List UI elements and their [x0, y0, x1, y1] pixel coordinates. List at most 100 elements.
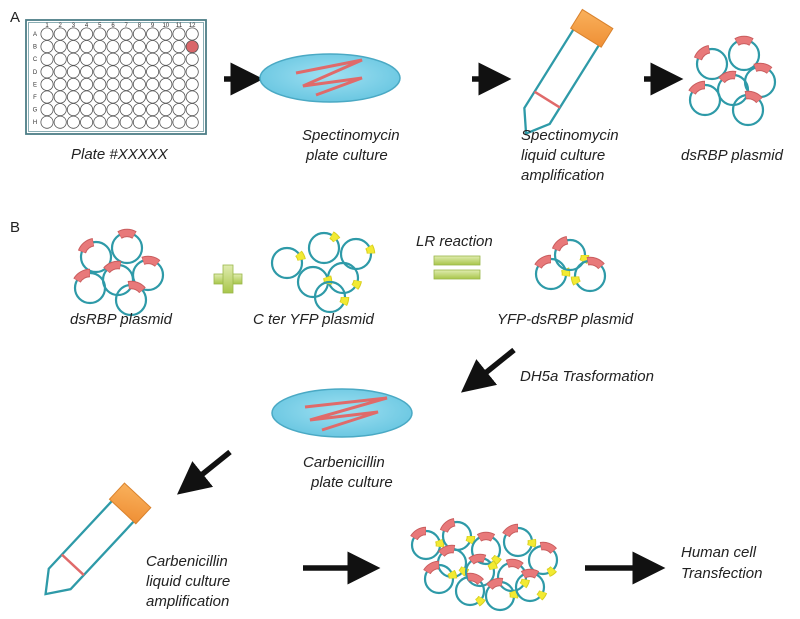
plate-well [119, 115, 133, 129]
plate-well [66, 52, 80, 66]
plate-well [146, 52, 160, 66]
plate-col-label: 2 [59, 23, 63, 29]
plate-well [80, 77, 94, 91]
plate-well [66, 27, 80, 41]
plate-well [66, 103, 80, 117]
plate-well [40, 40, 54, 54]
plate-well [93, 90, 107, 104]
final-label-line2: Transfection [681, 565, 762, 582]
plate-well [132, 65, 146, 79]
plasmid [716, 70, 750, 107]
plate-well [93, 52, 107, 66]
plate-well [185, 90, 199, 104]
plate-well [132, 52, 146, 66]
plate-well [80, 52, 94, 66]
plate-well [106, 52, 120, 66]
plasmid [464, 553, 498, 588]
plasmid [484, 577, 519, 612]
plate-well [119, 103, 133, 117]
plate-col-label: 1 [45, 23, 49, 29]
plate-well [80, 40, 94, 54]
plate-row-label: E [33, 82, 37, 88]
plate-row-label: B [33, 45, 37, 51]
plate-col-label: 12 [189, 23, 196, 29]
plate-well [66, 90, 80, 104]
plasmid [296, 265, 333, 299]
liquid-step-line2: liquid culture [146, 573, 230, 590]
plate-well [93, 103, 107, 117]
culture-tube-b [44, 482, 152, 596]
plate-well [80, 103, 94, 117]
arrow-to-tube [177, 449, 232, 495]
plate-well [132, 90, 146, 104]
plasmid [423, 560, 458, 595]
plate-well [66, 65, 80, 79]
plate-well [53, 115, 67, 129]
plate-row-label: D [33, 70, 38, 76]
plasmid-cluster-yfp [270, 231, 376, 314]
plate-well [146, 103, 160, 117]
step3-label: dsRBP plasmid [681, 147, 784, 164]
plate-well [146, 27, 160, 41]
plasmid [436, 544, 470, 579]
plate-well [93, 115, 107, 129]
plate-col-label: 5 [98, 23, 102, 29]
plate-wells [40, 27, 199, 129]
plasmid-cluster-a [688, 35, 777, 127]
transformation-label: DH5a Trasformation [520, 368, 654, 385]
plate-well [159, 77, 173, 91]
plate-well [119, 27, 133, 41]
plate-col-label: 4 [85, 23, 89, 29]
plasmid [514, 568, 548, 603]
plate-well [172, 52, 186, 66]
plate-well [80, 65, 94, 79]
plasmid [114, 280, 148, 317]
plate-col-label: 9 [151, 23, 155, 29]
plate-well [132, 103, 146, 117]
plate-well [172, 115, 186, 129]
plate-well [119, 77, 133, 91]
plate-col-label: 10 [162, 23, 169, 29]
plate-well [40, 52, 54, 66]
plate-well [93, 27, 107, 41]
plate-well [146, 65, 160, 79]
plasmid [454, 572, 486, 607]
plate-well [93, 77, 107, 91]
plate-well [159, 115, 173, 129]
plasmid [313, 280, 350, 314]
plate-well [53, 103, 67, 117]
plate-well [40, 77, 54, 91]
plate-well [132, 115, 146, 129]
plate-well [106, 27, 120, 41]
plate-row-label: H [33, 120, 37, 126]
plate-well [172, 40, 186, 54]
plate-well [172, 65, 186, 79]
plate-step-line1: Carbenicillin [303, 454, 385, 471]
plate-label: Plate #XXXXX [71, 146, 169, 163]
plasmid [307, 231, 341, 265]
plasmid [270, 246, 306, 280]
panel-label-b: B [10, 219, 20, 236]
plate-row-label: F [33, 95, 37, 101]
plate-well [80, 115, 94, 129]
plate-well [159, 27, 173, 41]
plate-well [185, 115, 199, 129]
plate-well [146, 40, 160, 54]
liquid-step-line3: amplification [146, 593, 229, 610]
plate-well [172, 103, 186, 117]
culture-tube-a [523, 8, 614, 136]
plate-well [132, 40, 146, 54]
plate-well [106, 65, 120, 79]
plate-well [106, 103, 120, 117]
plate-well [119, 90, 133, 104]
plasmid [693, 45, 729, 81]
step2-label-line1: Spectinomycin [521, 127, 619, 144]
plate-well [106, 90, 120, 104]
petri-dish-b [271, 388, 413, 438]
panel-label-a: A [10, 9, 20, 26]
plasmid [534, 254, 571, 291]
plate-well [185, 65, 199, 79]
